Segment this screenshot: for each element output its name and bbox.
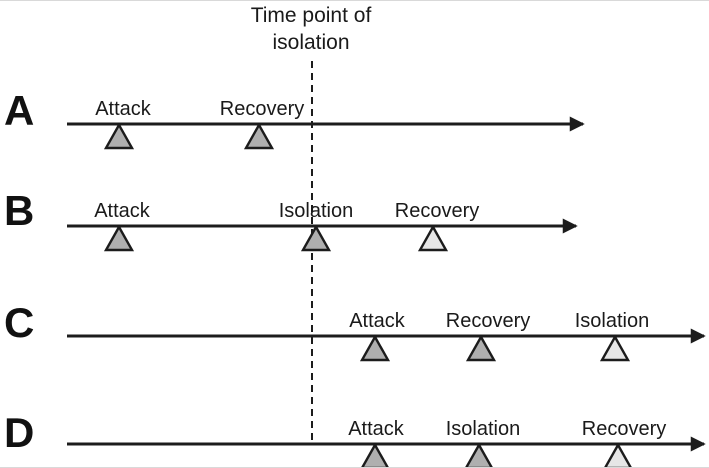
event-marker-A-recovery-triangle-icon [243,122,275,150]
event-label-B-isolation: Isolation [278,200,354,222]
event-label-B-attack: Attack [94,200,150,222]
event-marker-D-attack-triangle-icon [361,442,389,467]
event-label-A-recovery: Recovery [219,98,305,120]
event-label-D-recovery: Recovery [581,418,667,440]
event-marker-A-attack-triangle-icon [103,122,135,150]
row-letter-A: A [4,87,35,134]
event-label-D-attack: Attack [348,418,404,440]
event-marker-C-isolation-triangle-icon [599,334,631,362]
event-marker-C-attack-triangle-icon [359,334,391,362]
event-label-B-recovery: Recovery [394,200,480,222]
row-letter-D: D [4,409,35,456]
row-letter-C: C [4,299,35,346]
event-label-A-attack: Attack [95,98,151,120]
event-marker-C-recovery-triangle-icon [465,334,497,362]
isolation-timepoint-title-line2: isolation [272,31,350,54]
event-label-D-isolation: Isolation [445,418,521,440]
event-label-C-isolation: Isolation [574,310,650,332]
event-marker-B-recovery-triangle-icon [417,224,449,252]
event-marker-D-isolation-triangle-icon [465,442,493,467]
event-marker-D-recovery-triangle-icon [604,442,632,467]
event-label-C-attack: Attack [349,310,405,332]
event-marker-B-attack-triangle-icon [103,224,135,252]
row-letter-B: B [4,187,35,234]
event-marker-B-isolation-triangle-icon [300,224,332,252]
isolation-timepoint-title-line1: Time point of [250,4,372,27]
event-label-C-recovery: Recovery [445,310,531,332]
